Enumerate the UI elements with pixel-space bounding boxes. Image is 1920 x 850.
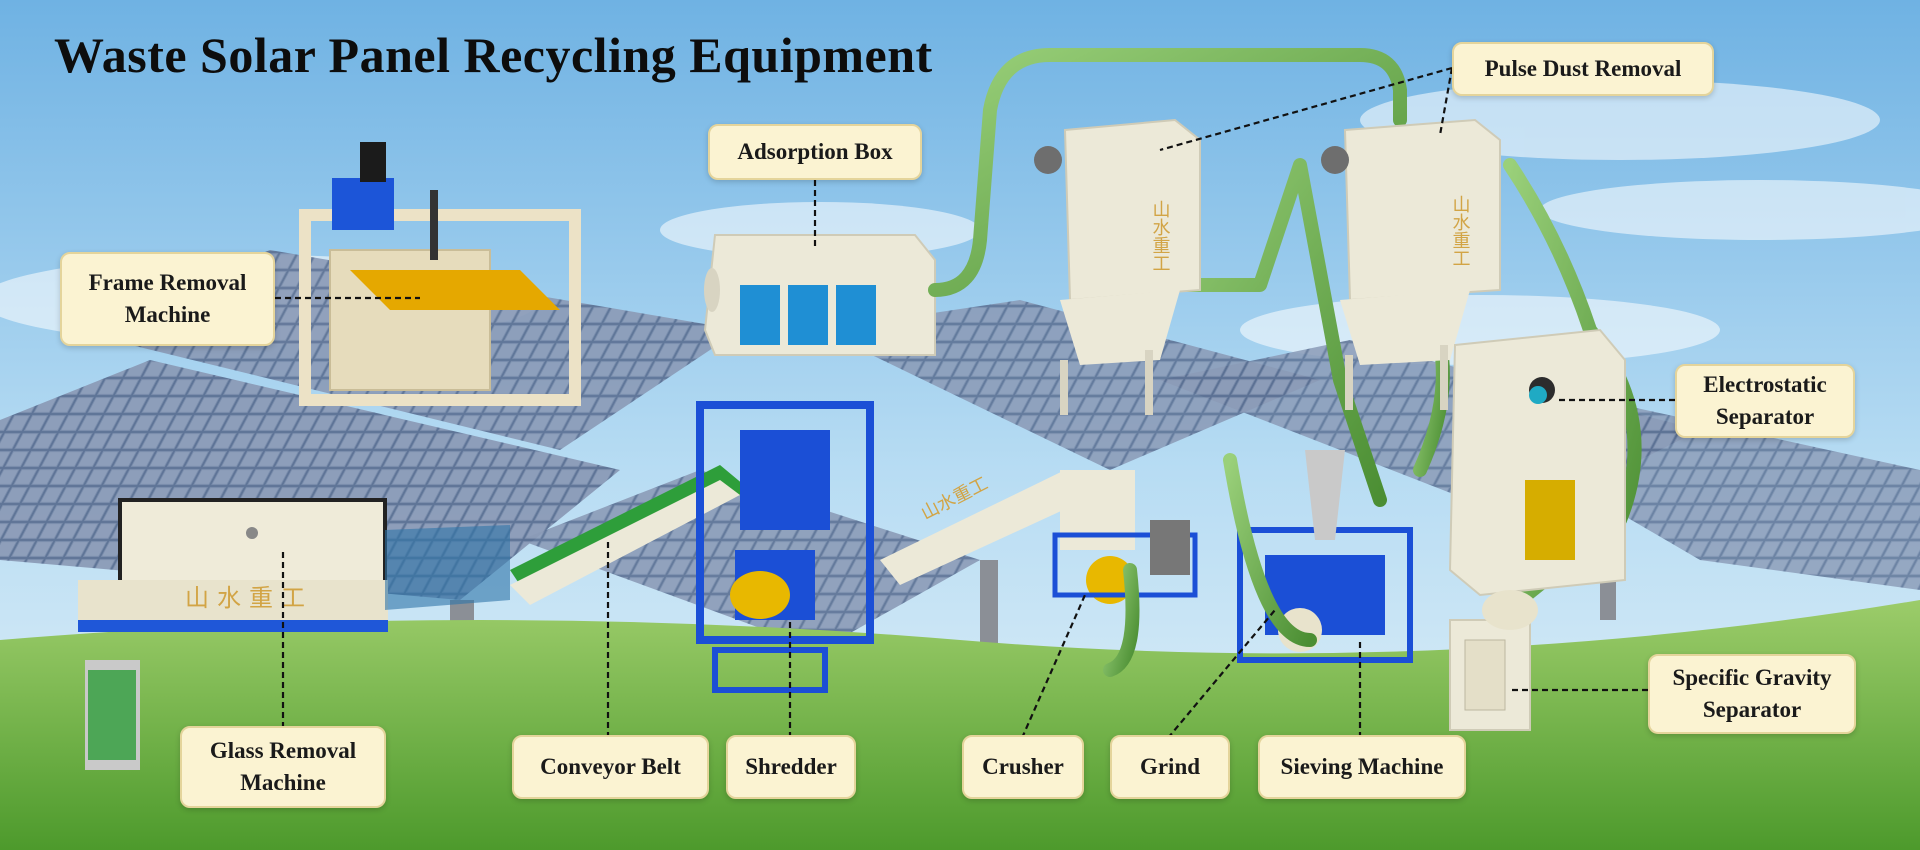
ducting-pipes (928, 48, 1642, 677)
shredder (696, 401, 874, 693)
label-conveyor-belt: Conveyor Belt (512, 735, 709, 799)
specific-gravity-separator (1449, 590, 1538, 731)
brand-text-dust-removal-left: 山水重工 (1150, 200, 1171, 272)
label-crusher: Crusher (962, 735, 1084, 799)
label-electrostatic-separator-text: Electrostatic Separator (1703, 372, 1827, 429)
page-title: Waste Solar Panel Recycling Equipment (54, 27, 933, 83)
label-electrostatic-separator: Electrostatic Separator (1675, 364, 1855, 438)
conveyor-belt (385, 465, 1085, 610)
label-frame-removal-machine-text: Frame Removal Machine (88, 270, 247, 327)
glass-removal-machine (78, 498, 388, 770)
label-grind: Grind (1110, 735, 1230, 799)
label-shredder: Shredder (726, 735, 856, 799)
crusher (1052, 470, 1198, 604)
label-sieving-machine: Sieving Machine (1258, 735, 1466, 799)
label-glass-removal-machine-text: Glass Removal Machine (209, 738, 357, 795)
label-pulse-dust-removal-text: Pulse Dust Removal (1484, 56, 1682, 81)
label-specific-gravity-separator-text: Specific Gravity Separator (1672, 665, 1832, 722)
label-specific-gravity-separator: Specific Gravity Separator (1648, 654, 1856, 734)
frame-removal-machine (299, 142, 581, 406)
label-grind-text: Grind (1139, 754, 1201, 779)
brand-text-glass-removal: 山水重工 (185, 584, 313, 612)
brand-text-dust-removal-right: 山水重工 (1450, 195, 1471, 267)
label-crusher-text: Crusher (982, 754, 1064, 779)
label-leader-lines (275, 66, 1675, 739)
label-sieving-machine-text: Sieving Machine (1280, 754, 1444, 779)
label-pulse-dust-removal: Pulse Dust Removal (1452, 42, 1714, 96)
label-glass-removal-machine: Glass Removal Machine (180, 726, 386, 808)
electrostatic-separator (1448, 328, 1626, 597)
pulse-dust-removal-units (1034, 118, 1501, 415)
label-adsorption-box: Adsorption Box (708, 124, 922, 180)
label-frame-removal-machine: Frame Removal Machine (60, 252, 275, 346)
label-adsorption-box-text: Adsorption Box (737, 139, 893, 164)
adsorption-box (703, 234, 936, 356)
label-conveyor-belt-text: Conveyor Belt (540, 754, 681, 779)
label-shredder-text: Shredder (745, 754, 837, 779)
